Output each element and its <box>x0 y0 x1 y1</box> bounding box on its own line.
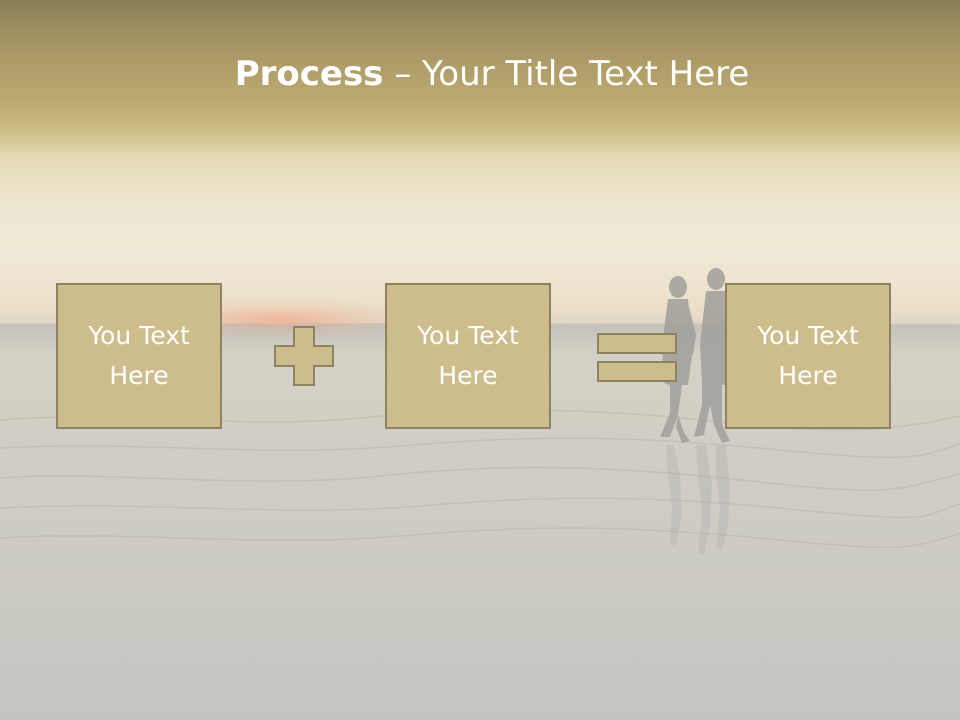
box-text-line1: You Text <box>757 321 859 350</box>
box-text-line1: You Text <box>88 321 190 350</box>
title-bold: Process <box>234 54 384 94</box>
slide-title: Process – Your Title Text Here <box>0 52 960 96</box>
plus-icon <box>274 326 334 386</box>
box-text-line1: You Text <box>417 321 519 350</box>
box-text-line2: Here <box>778 361 838 390</box>
box-text-line2: Here <box>438 361 498 390</box>
process-box-3: You Text Here <box>725 283 891 429</box>
box-text-line2: Here <box>109 361 169 390</box>
title-rest: – Your Title Text Here <box>383 54 750 94</box>
equals-icon <box>597 333 677 382</box>
process-box-1: You Text Here <box>56 283 222 429</box>
process-box-2: You Text Here <box>385 283 551 429</box>
